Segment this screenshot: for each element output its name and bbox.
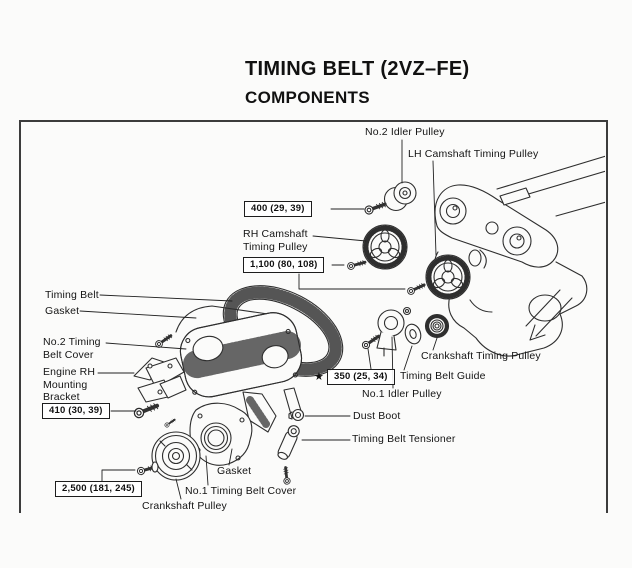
crankshaft-timing-pulley-drawing — [424, 313, 450, 339]
dust-boot-drawing — [288, 408, 305, 422]
label-crankshaft-pulley: Crankshaft Pulley — [142, 500, 227, 512]
label-crankshaft-timing-pulley: Crankshaft Timing Pulley — [421, 350, 541, 362]
timing-belt-guide-drawing — [402, 306, 422, 345]
leader-lines — [79, 139, 438, 500]
label-dust-boot: Dust Boot — [353, 410, 401, 422]
label-gasket-lower: Gasket — [217, 465, 252, 477]
lh-camshaft-timing-pulley-drawing — [425, 254, 471, 300]
torque-box-410: 410 (30, 39) — [42, 403, 110, 419]
label-timing-belt-tensioner: Timing Belt Tensioner — [352, 433, 456, 445]
label-gasket-upper: Gasket — [45, 305, 80, 317]
label-no1-timing-belt-cover: No.1 Timing Belt Cover — [185, 485, 297, 497]
star-marker-icon: ★ — [314, 371, 324, 383]
label-no2-timing-belt-cover: No.2 Timing Belt Cover — [43, 336, 101, 361]
gasket-upper-drawing — [175, 305, 269, 333]
crankshaft-pulley-drawing — [151, 431, 201, 481]
no1-idler-pulley-drawing — [376, 309, 405, 357]
torque-box-350: 350 (25, 34) — [327, 369, 395, 385]
label-timing-belt-guide: Timing Belt Guide — [400, 370, 486, 382]
label-lh-camshaft-timing-pulley: LH Camshaft Timing Pulley — [408, 148, 539, 160]
no2-idler-pulley-drawing — [383, 181, 417, 212]
label-timing-belt: Timing Belt — [45, 289, 99, 301]
label-engine-rh-mounting-bracket: Engine RH Mounting Bracket — [43, 366, 96, 404]
label-no2-idler-pulley: No.2 Idler Pulley — [365, 126, 445, 138]
page-title: TIMING BELT (2VZ–FE) — [245, 58, 470, 80]
label-no1-idler-pulley: No.1 Idler Pulley — [362, 388, 442, 400]
diagram-frame — [19, 120, 608, 513]
engine-rh-mounting-bracket-drawing — [133, 357, 187, 403]
label-rh-camshaft-timing-pulley: RH Camshaft Timing Pulley — [243, 228, 308, 253]
no1-timing-belt-cover-drawing — [189, 402, 253, 466]
rh-camshaft-timing-pulley-drawing — [362, 224, 408, 270]
bolt-icons — [131, 198, 427, 486]
torque-box-400: 400 (29, 39) — [244, 201, 312, 217]
torque-box-2500: 2,500 (181, 245) — [55, 481, 142, 497]
torque-box-1100: 1,100 (80, 108) — [243, 257, 325, 273]
timing-belt-tensioner-drawing — [277, 425, 300, 460]
engine-block-drawing — [433, 155, 605, 357]
page-subtitle: COMPONENTS — [245, 88, 370, 107]
